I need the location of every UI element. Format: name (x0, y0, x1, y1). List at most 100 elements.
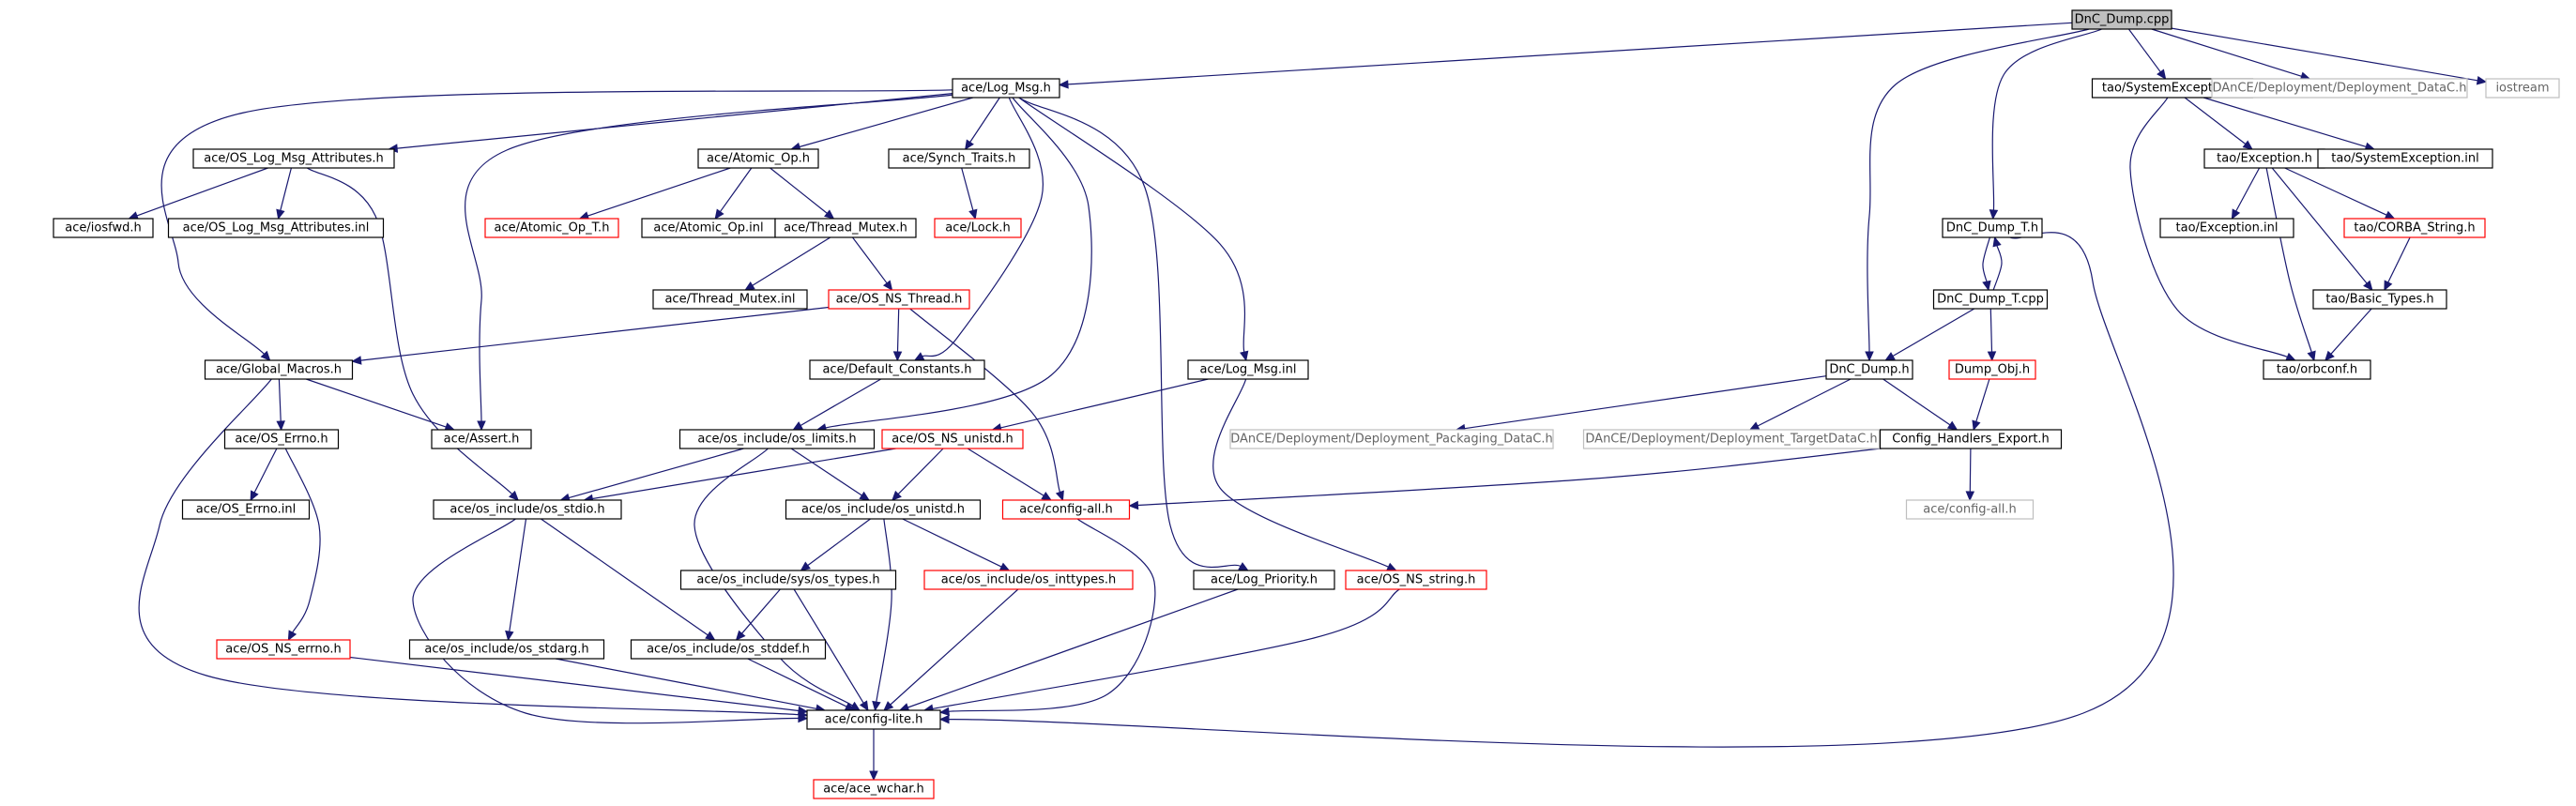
node-label: DnC_Dump.h (1829, 363, 1909, 377)
edge-line (2203, 97, 2367, 147)
edge-line (1892, 308, 1975, 357)
edge-arrowhead (1992, 236, 2002, 248)
node-label: ace/os_include/os_stdarg.h (424, 643, 588, 657)
node-os-stddef-h[interactable]: ace/os_include/os_stddef.h (630, 639, 827, 660)
node-label: ace/OS_NS_errno.h (225, 643, 342, 657)
edge-line (1464, 375, 1827, 430)
edge-arrowhead (1748, 421, 1761, 431)
edge-arrowhead (2307, 350, 2316, 362)
node-box (192, 148, 395, 169)
node-box (1879, 429, 2063, 449)
node-label: ace/Thread_Mutex.h (784, 221, 907, 236)
node-thread-mutex-inl[interactable]: ace/Thread_Mutex.inl (652, 289, 808, 310)
node-os-log-msg-attributes-inl[interactable]: ace/OS_Log_Msg_Attributes.inl (167, 218, 385, 238)
node-corba-string-h[interactable]: tao/CORBA_String.h (2343, 218, 2486, 238)
node-lock-h[interactable]: ace/Lock.h (934, 218, 1022, 238)
edge-line (909, 308, 1061, 493)
node-log-priority-h[interactable]: ace/Log_Priority.h (1193, 570, 1335, 590)
node-global-macros-h[interactable]: ace/Global_Macros.h (204, 359, 354, 380)
node-box (2343, 218, 2486, 238)
edge-line (800, 378, 881, 427)
node-default-constants-h[interactable]: ace/Default_Constants.h (809, 359, 985, 380)
edge-arrowhead (892, 351, 903, 362)
edge-os-types-h-to-os-stddef-h (735, 588, 781, 641)
node-dnc-dump-t-h[interactable]: DnC_Dump_T.h (1942, 218, 2043, 238)
node-dnc-dump-cpp[interactable]: DnC_Dump.cpp (2071, 9, 2172, 30)
edge-os-inttypes-h-to-config-lite-h (883, 588, 1019, 711)
edge-os-ns-errno-h-to-config-lite-h (349, 656, 809, 716)
edge-arrowhead (869, 770, 878, 782)
node-deployment-targetdatac-h[interactable]: DAnCE/Deployment/Deployment_TargetDataC.… (1582, 429, 1881, 449)
node-systemexception-inl[interactable]: tao/SystemException.inl (2317, 148, 2493, 169)
node-dump-obj-h[interactable]: Dump_Obj.h (1948, 359, 2036, 380)
node-config-all-h-ext[interactable]: ace/config-all.h (1905, 499, 2035, 520)
node-os-unistd-h[interactable]: ace/os_include/os_unistd.h (785, 499, 982, 520)
node-exception-h[interactable]: tao/Exception.h (2203, 148, 2325, 169)
node-label: DnC_Dump_T.h (1946, 221, 2038, 236)
node-os-log-msg-attributes-h[interactable]: ace/OS_Log_Msg_Attributes.h (192, 148, 395, 169)
node-box (204, 359, 354, 380)
edge-os-stdio-h-to-os-stdarg-h (505, 518, 527, 642)
edge-line (932, 588, 1400, 709)
node-dnc-dump-h[interactable]: DnC_Dump.h (1825, 359, 1913, 380)
node-iostream[interactable]: iostream (2485, 78, 2560, 99)
node-os-limits-h[interactable]: ace/os_include/os_limits.h (678, 429, 876, 449)
node-box (630, 639, 827, 660)
node-thread-mutex-h[interactable]: ace/Thread_Mutex.h (774, 218, 917, 238)
node-os-errno-h[interactable]: ace/OS_Errno.h (223, 429, 340, 449)
node-config-lite-h[interactable]: ace/config-lite.h (806, 709, 941, 730)
node-os-ns-thread-h[interactable]: ace/OS_NS_Thread.h (828, 289, 970, 310)
node-iosfwd-h[interactable]: ace/iosfwd.h (53, 218, 154, 238)
node-basic-types-h[interactable]: tao/Basic_Types.h (2312, 289, 2447, 310)
node-label: ace/Synch_Traits.h (903, 152, 1016, 166)
node-atomic-op-inl[interactable]: ace/Atomic_Op.inl (641, 218, 776, 238)
edge-line (969, 97, 1000, 143)
node-atomic-op-t-h[interactable]: ace/Atomic_Op_T.h (484, 218, 619, 238)
node-box (1582, 429, 1881, 449)
edge-line (747, 658, 847, 707)
edge-arrowhead (1965, 491, 1975, 502)
node-box (2211, 78, 2468, 99)
node-config-all-h[interactable]: ace/config-all.h (1001, 499, 1131, 520)
edge-arrowhead (859, 700, 869, 712)
edge-arrowhead (2384, 280, 2393, 292)
node-deployment-datac-h[interactable]: DAnCE/Deployment/Deployment_DataC.h (2211, 78, 2468, 99)
node-os-ns-errno-h[interactable]: ace/OS_NS_errno.h (216, 639, 351, 660)
node-label: ace/Assert.h (444, 433, 520, 447)
node-exception-inl[interactable]: tao/Exception.inl (2159, 218, 2294, 238)
node-os-stdarg-h[interactable]: ace/os_include/os_stdarg.h (408, 639, 605, 660)
node-os-ns-string-h[interactable]: ace/OS_NS_string.h (1345, 570, 1487, 590)
node-os-errno-inl[interactable]: ace/OS_Errno.inl (181, 499, 311, 520)
node-os-stdio-h[interactable]: ace/os_include/os_stdio.h (433, 499, 622, 520)
edge-line (1000, 378, 1209, 429)
edge-dnc-dump-h-to-config-handlers-export-h (1882, 378, 1959, 431)
edge-line (568, 448, 744, 499)
edge-arrowhead (1058, 80, 1069, 89)
node-ace-wchar-h[interactable]: ace/ace_wchar.h (813, 779, 935, 799)
edge-arrowhead (1386, 562, 1397, 571)
node-deployment-packaging-datac-h[interactable]: DAnCE/Deployment/Deployment_Packaging_Da… (1229, 429, 1554, 449)
node-box (1193, 570, 1335, 590)
node-os-types-h[interactable]: ace/os_include/sys/os_types.h (679, 570, 897, 590)
node-label: ace/OS_Log_Msg_Attributes.h (204, 152, 383, 166)
node-log-msg-inl[interactable]: ace/Log_Msg.inl (1187, 359, 1309, 380)
node-orbconf-h[interactable]: tao/orbconf.h (2263, 359, 2371, 380)
node-atomic-op-h[interactable]: ace/Atomic_Op.h (697, 148, 819, 169)
edge-arrowhead (798, 713, 809, 723)
node-os-inttypes-h[interactable]: ace/os_include/os_inttypes.h (923, 570, 1134, 590)
node-log-msg-h[interactable]: ace/Log_Msg.h (952, 78, 1060, 99)
edge-dnc-dump-t-h-to-config-lite-h (938, 232, 2174, 748)
node-synch-traits-h[interactable]: ace/Synch_Traits.h (888, 148, 1030, 169)
node-dnc-dump-t-cpp[interactable]: DnC_Dump_T.cpp (1932, 289, 2049, 310)
edge-arrowhead (882, 280, 893, 291)
node-box (408, 639, 605, 660)
node-config-handlers-export-h[interactable]: Config_Handlers_Export.h (1879, 429, 2063, 449)
node-label: ace/Atomic_Op_T.h (495, 221, 610, 236)
node-os-ns-unistd-h[interactable]: ace/OS_NS_unistd.h (881, 429, 1024, 449)
edge-os-types-h-to-config-lite-h (793, 588, 869, 712)
node-assert-h[interactable]: ace/Assert.h (431, 429, 532, 449)
node-label: DAnCE/Deployment/Deployment_Packaging_Da… (1230, 433, 1552, 447)
node-box (2263, 359, 2371, 380)
node-box (1187, 359, 1309, 380)
